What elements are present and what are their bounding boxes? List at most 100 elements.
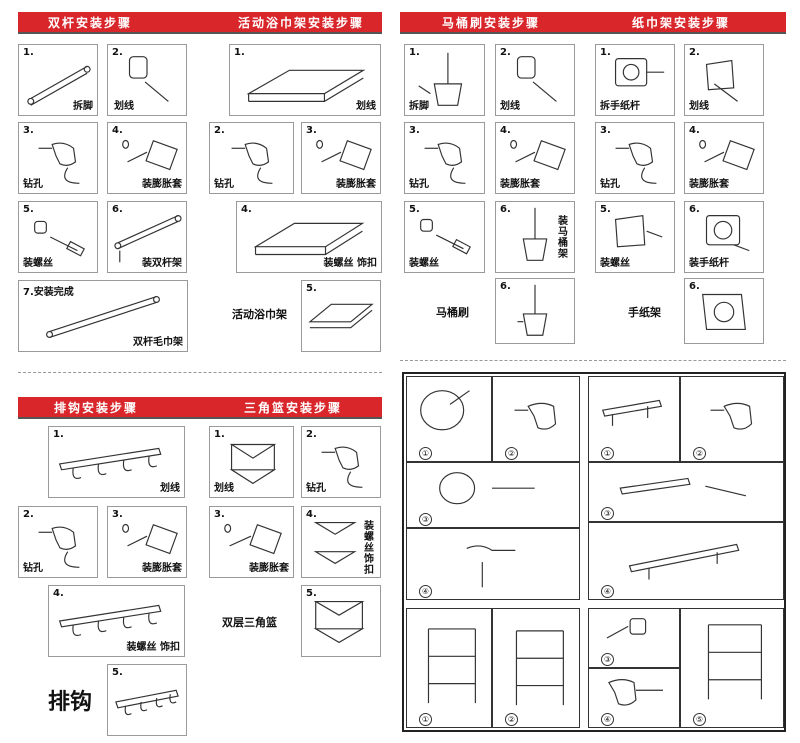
- bracket-icon: [466, 545, 516, 588]
- hook-step-3: 3. 装膨胀套: [107, 506, 187, 578]
- diagram-grid: ① ② ③ ④ ① ② ③ ④ ① ② ③ ④: [402, 372, 786, 732]
- hook-step-4: 4. 装螺丝 饰扣: [48, 585, 185, 657]
- towel-rack-step-5: 5.: [301, 280, 381, 352]
- double-rod-step-3: 3. 钻孔: [18, 122, 98, 194]
- diagram-cell: ①: [406, 376, 492, 462]
- shelf-unit-icon: [427, 628, 476, 704]
- paper-holder-icon: [702, 293, 746, 331]
- marker-icon: [128, 56, 169, 102]
- double-rod-step-1: 1. 拆脚: [18, 44, 98, 116]
- paper-holder-step-6: 6. 装手纸杆: [684, 201, 764, 273]
- towel-bar-icon: [27, 65, 91, 106]
- towel-rack-step-3: 3. 装膨胀套: [301, 122, 381, 194]
- drill-icon: [608, 679, 663, 706]
- double-rod-header: 双杆安装步骤 活动浴巾架安装步骤: [18, 12, 382, 34]
- toilet-brush-step-2: 2. 划线: [495, 44, 575, 116]
- towel-rack-caption: 活动浴巾架: [232, 308, 287, 321]
- paper-holder-caption: 手纸架: [628, 306, 661, 319]
- toilet-brush-caption: 马桶刷: [436, 306, 469, 319]
- marker-icon: [516, 56, 557, 102]
- double-rod-step-6: 6. 装双杆架: [107, 201, 187, 273]
- drill-icon: [231, 142, 273, 184]
- diagram-cell: ③: [588, 462, 784, 522]
- diagram-cell: ①: [588, 376, 680, 462]
- shelf-unit-icon: [707, 624, 763, 700]
- paper-holder-step-7: 6.: [684, 278, 764, 344]
- basket-step-5: 5.: [301, 585, 381, 657]
- double-rod-step-7: 7.安装完成 双杆毛巾架: [18, 280, 188, 352]
- drill-icon: [38, 526, 80, 568]
- anchor-icon: [699, 139, 755, 171]
- round-plate-icon: [439, 472, 535, 505]
- toilet-brush-header: 马桶刷安装步骤 纸巾架安装步骤: [400, 12, 786, 34]
- corner-basket-icon: [229, 443, 277, 485]
- hook-title: 排钩安装步骤: [54, 401, 139, 415]
- shelf-unit-icon: [515, 630, 564, 706]
- hook-rail-icon: [628, 543, 740, 580]
- toilet-brush-icon: [522, 207, 548, 261]
- double-rod-step-5: 5. 装螺丝: [18, 201, 98, 273]
- basket-step-3: 3. 装膨胀套: [209, 506, 294, 578]
- hook-caption: 排钩: [48, 690, 93, 715]
- hook-step-5: 5.: [107, 664, 187, 736]
- basket-caption: 双层三角篮: [222, 616, 277, 629]
- corner-basket-icon: [313, 600, 365, 644]
- toilet-brush-icon: [517, 284, 548, 336]
- hook-header: 排钩安装步骤 三角篮安装步骤: [18, 397, 382, 419]
- hook-step-1: 1. 划线: [48, 426, 185, 498]
- towel-rack-step-2: 2. 钻孔: [209, 122, 294, 194]
- drill-icon: [615, 142, 657, 184]
- paper-holder-step-1: 1. 拆手纸杆: [595, 44, 675, 116]
- paper-holder-step-2: 2. 划线: [684, 44, 764, 116]
- shelf-rack-icon: [246, 69, 366, 102]
- diagram-cell: ②: [680, 376, 784, 462]
- drill-icon: [514, 402, 557, 430]
- towel-bar-icon: [46, 295, 160, 338]
- drill-icon: [321, 446, 363, 488]
- paper-holder-icon: [614, 214, 663, 248]
- paper-holder-step-3: 3. 钻孔: [595, 122, 675, 194]
- paper-holder-icon: [705, 59, 738, 102]
- anchor-icon: [122, 139, 178, 171]
- double-rod-title: 双杆安装步骤: [48, 16, 133, 30]
- paper-holder-step-5: 5. 装螺丝: [595, 201, 675, 273]
- hook-rail-icon: [601, 399, 663, 426]
- diagram-cell: ④: [406, 528, 580, 600]
- toilet-brush-step-4: 4. 装膨胀套: [495, 122, 575, 194]
- hook-step-2: 2. 钻孔: [18, 506, 98, 578]
- paper-holder-icon: [614, 58, 665, 87]
- towel-rack-step-1: 1. 划线: [229, 44, 381, 116]
- anchor-icon: [510, 139, 566, 171]
- paper-holder-icon: [705, 215, 750, 252]
- diagram-cell: ⑤: [680, 608, 784, 728]
- hook-rail-icon: [619, 477, 747, 497]
- screw-icon: [420, 218, 471, 255]
- drill-icon: [710, 402, 753, 430]
- toilet-brush-step-3: 3. 钻孔: [404, 122, 485, 194]
- screw-icon: [34, 220, 85, 257]
- basket-step-1: 1. 划线: [209, 426, 294, 498]
- basket-step-4: 4. 装螺丝饰扣: [301, 506, 381, 578]
- drill-icon: [424, 142, 466, 184]
- hook-rail-icon: [58, 447, 162, 479]
- diagram-cell: ④: [588, 522, 784, 600]
- diagram-cell: ④: [588, 668, 680, 728]
- round-plate-icon: [420, 390, 470, 431]
- paper-holder-title: 纸巾架安装步骤: [632, 16, 731, 30]
- hook-rail-icon: [58, 604, 162, 637]
- diagram-cell: ③: [588, 608, 680, 668]
- diagram-cell: ①: [406, 608, 492, 728]
- toilet-brush-step-5: 5. 装螺丝: [404, 201, 485, 273]
- section-divider: [18, 372, 382, 373]
- section-divider: [400, 360, 786, 361]
- toilet-brush-step-7: 6.: [495, 278, 575, 344]
- toilet-brush-step-6: 6. 装马桶架: [495, 201, 575, 273]
- drill-icon: [38, 142, 80, 184]
- shelf-rack-icon: [253, 222, 365, 256]
- toilet-brush-step-1: 1. 拆脚: [404, 44, 485, 116]
- double-rod-step-4: 4. 装膨胀套: [107, 122, 187, 194]
- towel-rack-step-4: 4. 装螺丝 饰扣: [236, 201, 382, 273]
- anchor-icon: [606, 618, 647, 639]
- anchor-icon: [224, 523, 282, 555]
- diagram-cell: ③: [406, 462, 580, 528]
